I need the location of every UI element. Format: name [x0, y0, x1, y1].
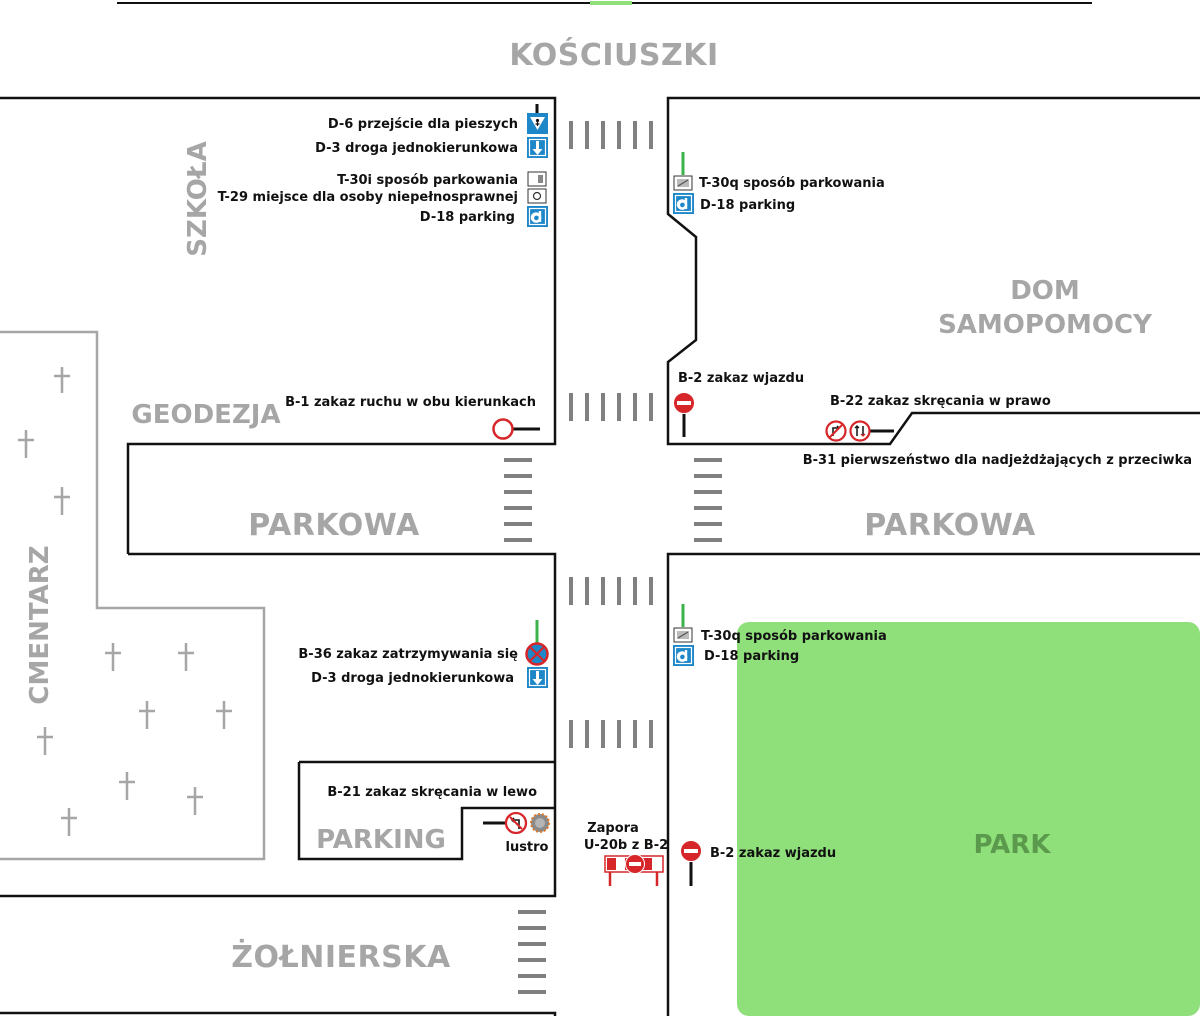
label-t30q-bottom: T-30q sposób parkowania [701, 629, 887, 644]
label-t29: T-29 miejsce dla osoby niepełnosprawnej [218, 190, 518, 205]
no-entry-icon [680, 840, 702, 862]
cross-icon [119, 772, 135, 800]
cross-icon [139, 701, 155, 729]
cross-icon [37, 727, 53, 755]
street-label-geodezja: GEODEZJA [131, 400, 280, 430]
crossing-top [569, 121, 653, 149]
cross-icon [61, 808, 77, 836]
parking-d-icon [525, 204, 550, 229]
cross-icon [178, 643, 194, 671]
no-right-turn-icon [825, 420, 847, 442]
pedestrian-crossing-icon [527, 113, 548, 134]
crossing-parkowa-west [504, 458, 532, 542]
cross-icon [54, 367, 70, 393]
no-stopping-icon [525, 642, 549, 666]
block-bottom-left [0, 552, 557, 898]
crossing-zolnierska [518, 910, 546, 994]
label-zapora: Zapora [587, 821, 639, 836]
label-b1: B-1 zakaz ruchu w obu kierunkach [285, 395, 536, 410]
no-entry-icon [673, 392, 695, 414]
one-way-arrow-icon [525, 135, 550, 160]
priority-oncoming-icon [849, 420, 871, 442]
cemetery-outline [0, 330, 266, 861]
cross-icon [216, 701, 232, 729]
label-b2-top: B-2 zakaz wjazdu [678, 371, 804, 386]
place-label-szkola: SZKOŁA [183, 141, 213, 256]
label-zapora-code: U-20b z B-2 [584, 838, 668, 853]
cross-icon [105, 643, 121, 671]
label-d18-top-left: D-18 parking [420, 210, 515, 225]
disabled-person-plate-icon [527, 188, 547, 204]
label-b31: B-31 pierwszeństwo dla nadjeżdżających z… [803, 453, 1192, 468]
label-lustro: lustro [505, 840, 548, 855]
cross-icon [187, 787, 203, 815]
label-t30q-top: T-30q sposób parkowania [699, 176, 885, 191]
street-label-zolnierska: ŻOŁNIERSKA [231, 939, 451, 975]
parking-method-plate-icon [673, 627, 693, 643]
parking-d-icon [671, 643, 696, 668]
crossing-parkowa-east [694, 458, 722, 542]
place-label-cmentarz: CMENTARZ [25, 545, 55, 704]
cross-icon [18, 430, 34, 458]
label-d18-bottom-right: D-18 parking [704, 649, 799, 664]
crossing-lower-mid [569, 577, 653, 605]
block-top-right [666, 96, 1200, 446]
block-top-left [0, 96, 557, 554]
label-d3-top: D-3 droga jednokierunkowa [315, 141, 518, 156]
traffic-mirror-icon [530, 813, 550, 833]
cross-icon [54, 487, 70, 515]
cemetery-graves [18, 367, 232, 836]
parking-method-plate-icon [527, 171, 547, 187]
label-b36: B-36 zakaz zatrzymywania się [298, 647, 518, 662]
one-way-arrow-icon [525, 665, 550, 690]
place-label-samopomocy: SAMOPOMOCY [938, 310, 1153, 340]
label-d6: D-6 przejście dla pieszych [328, 117, 518, 132]
parking-method-plate-icon [673, 175, 693, 191]
label-b22: B-22 zakaz skręcania w prawo [830, 394, 1051, 409]
street-label-parkowa-west: PARKOWA [248, 508, 420, 543]
label-b21: B-21 zakaz skręcania w lewo [327, 785, 537, 800]
block-bottom-strip [0, 1011, 557, 1016]
street-label-kosciuszki: KOŚCIUSZKI [509, 36, 718, 73]
label-d18-top-right: D-18 parking [700, 198, 795, 213]
crossing-upper-mid [569, 393, 653, 421]
place-label-dom: DOM [1010, 276, 1080, 306]
place-label-parking: PARKING [316, 825, 446, 855]
park-area [737, 622, 1200, 1016]
label-t30i: T-30i sposób parkowania [337, 173, 518, 188]
label-d3-bottom: D-3 droga jednokierunkowa [311, 671, 514, 686]
road-barrier-icon [604, 854, 664, 886]
no-traffic-icon [492, 418, 514, 440]
crossing-bottom [569, 720, 653, 748]
street-label-parkowa-east: PARKOWA [864, 508, 1036, 543]
parking-lot-outline [297, 760, 555, 861]
place-label-park: PARK [974, 830, 1052, 860]
no-left-turn-icon [504, 811, 528, 835]
parking-d-icon [671, 191, 696, 216]
label-b2-bottom: B-2 zakaz wjazdu [710, 846, 836, 861]
